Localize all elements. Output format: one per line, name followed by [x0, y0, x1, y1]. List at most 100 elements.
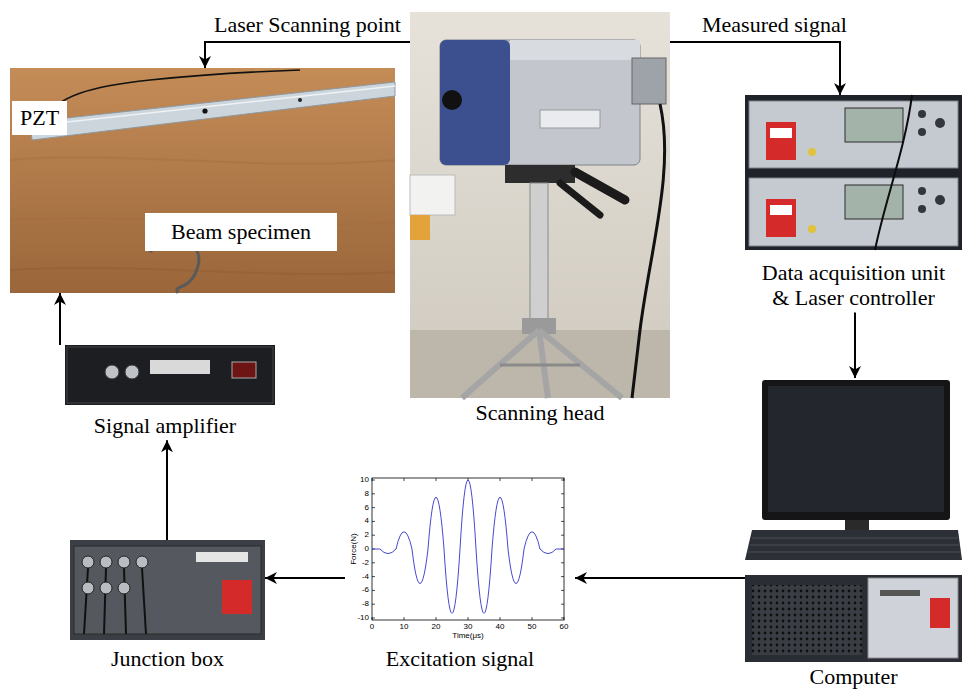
daq-photo-part	[766, 199, 796, 237]
amplifier-photo-part	[232, 362, 256, 378]
daq-photo-part	[918, 187, 926, 195]
scanning-head-photo-part	[500, 364, 580, 367]
excitation-plot	[372, 478, 564, 620]
scanning-head-photo-part	[632, 58, 666, 104]
photo-caption: Data acquisition unit & Laser controller	[758, 260, 950, 311]
junction-box-photo-part	[118, 556, 130, 568]
daq-photo-part	[935, 195, 945, 205]
signal-arrow	[166, 440, 168, 540]
photo-caption: Computer	[745, 664, 962, 689]
daq-photo-part	[935, 118, 945, 128]
amplifier-photo-part	[67, 347, 273, 403]
junction-box-photo-part	[82, 556, 94, 568]
specimen-photo: PZTBeam specimen	[10, 68, 395, 293]
daq-photo-part	[918, 128, 926, 136]
daq-photo-part	[749, 178, 958, 246]
daq-photo-part	[875, 95, 912, 250]
axis-tick-label: 10	[360, 476, 369, 485]
daq-photo-part	[808, 148, 816, 156]
scanning-head-photo-part	[575, 172, 625, 200]
computer-photo-part	[880, 590, 920, 596]
scanning-head-photo-part	[462, 330, 622, 398]
signal-arrow	[59, 293, 61, 345]
beam-photo-part	[202, 108, 207, 113]
beam-photo	[10, 68, 395, 293]
axis-tick-label: 10	[400, 623, 409, 632]
edge-label: Laser Scanning point	[212, 12, 403, 37]
computer-photo-part	[752, 585, 862, 655]
photo-caption: Signal amplifier	[55, 413, 275, 438]
daq-unit: Data acquisition unit & Laser controller	[745, 95, 962, 313]
scanning-head-photo	[410, 12, 670, 398]
daq-photo-part	[745, 95, 962, 250]
daq-photo-part	[918, 110, 926, 118]
scanning-head-photo-part	[530, 183, 548, 323]
beam-photo-part	[10, 157, 395, 163]
excitation-plot-part	[372, 478, 564, 620]
scanning-head-photo-part	[410, 330, 670, 398]
axis-tick-label: 6	[365, 503, 369, 512]
junction-box-photo-part	[118, 582, 130, 594]
scanning-head-photo-part	[440, 40, 510, 165]
scanning-head: Scanning head	[410, 12, 670, 427]
junction-box-photo-part	[196, 552, 248, 562]
computer-photo-part	[845, 520, 869, 530]
axis-tick-label: 50	[528, 623, 537, 632]
daq-photo-part	[918, 205, 926, 213]
computer-photo-part	[748, 538, 961, 552]
scanning-head-photo-part	[440, 40, 640, 165]
edge-label: Measured signal	[700, 12, 849, 37]
scanning-head-photo-part	[560, 183, 600, 215]
computer: Computer	[745, 378, 962, 691]
excitation-plot-part	[372, 480, 564, 613]
daq-photo	[745, 95, 962, 250]
signal-amplifier: Signal amplifier	[55, 345, 275, 440]
axis-tick-label: 40	[496, 623, 505, 632]
axis-tick-label: 30	[464, 623, 473, 632]
computer-photo-part	[745, 530, 962, 560]
junction-box-photo-part	[100, 556, 112, 568]
axis-tick-label: -4	[362, 572, 369, 581]
signal-arrow	[575, 577, 745, 579]
signal-arrow	[265, 577, 345, 579]
excitation-plot-part	[372, 478, 564, 620]
axis-tick-label: 60	[560, 623, 569, 632]
computer-photo-part	[930, 598, 950, 628]
daq-photo-part	[845, 185, 903, 219]
axis-tick-label: 8	[365, 489, 369, 498]
junction-box-photo	[70, 540, 265, 640]
signal-arrow	[854, 313, 856, 378]
computer-photo	[745, 380, 962, 662]
beam-photo-part	[298, 98, 302, 102]
scanning-head-photo-part	[632, 104, 665, 398]
daq-photo-part	[766, 122, 796, 160]
junction-box: Junction box	[70, 540, 265, 673]
scanning-head-photo-part	[442, 90, 462, 110]
excitation-signal: Excitation signal	[345, 470, 575, 673]
axis-tick-label: -6	[362, 586, 369, 595]
amplifier-photo-part	[105, 365, 119, 379]
axis-tick-label: -10	[357, 614, 369, 623]
junction-box-photo-part	[84, 568, 146, 634]
amplifier-photo-part	[125, 365, 139, 379]
daq-photo-part	[770, 205, 792, 215]
computer-photo-part	[745, 575, 962, 662]
scanning-head-photo-part	[410, 175, 455, 215]
computer-photo-part	[762, 380, 950, 520]
photo-caption: Junction box	[70, 646, 265, 671]
axis-tick-label: 2	[365, 531, 369, 540]
photo-caption: Excitation signal	[345, 646, 575, 671]
junction-box-photo-part	[70, 540, 265, 640]
photo-caption: Scanning head	[410, 400, 670, 425]
junction-box-photo-part	[222, 580, 252, 614]
junction-box-photo-part	[100, 582, 112, 594]
amplifier-photo-part	[65, 345, 275, 405]
signal-arrow	[205, 42, 410, 68]
axis-title: Time(μs)	[452, 632, 483, 641]
junction-box-photo-part	[74, 546, 261, 634]
scanning-head-photo-part	[540, 110, 600, 128]
daq-photo-part	[808, 225, 816, 233]
